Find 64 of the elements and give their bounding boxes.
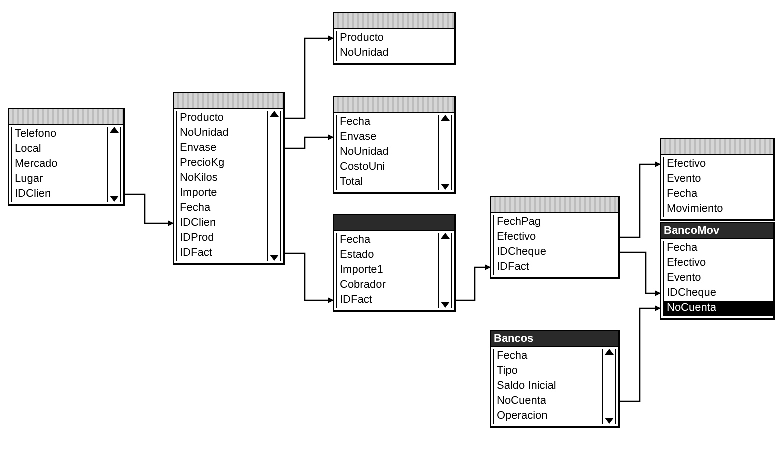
table-box	[333, 214, 456, 312]
field-name: Envase	[339, 130, 378, 145]
field-name: Local	[14, 142, 42, 157]
field-name: Total	[339, 175, 364, 190]
field-name: Producto	[179, 111, 226, 126]
field-name: Evento	[666, 172, 702, 187]
field-name: IDClien	[14, 187, 52, 202]
field-name: Efectivo	[496, 230, 538, 245]
table-box	[333, 96, 456, 194]
selected-field: NoCuenta	[664, 301, 773, 316]
field-name: Saldo Inicial	[496, 379, 558, 394]
field-name: Lugar	[14, 172, 44, 187]
table-box	[333, 12, 456, 65]
field-name: Fecha	[496, 349, 529, 364]
field-name: Tipo	[496, 364, 519, 379]
field-name: CostoUni	[339, 160, 386, 175]
field-name: Importe	[179, 186, 218, 201]
field-name: Fecha	[179, 201, 212, 216]
relationship-line	[620, 252, 661, 296]
field-name: Fecha	[339, 233, 372, 248]
field-name: IDProd	[179, 231, 216, 246]
relationship-line	[620, 162, 661, 238]
field-name: NoKilos	[179, 171, 219, 186]
table-box	[8, 108, 125, 206]
field-name: IDClien	[179, 216, 218, 231]
table-box	[490, 196, 620, 279]
relationship-line	[620, 306, 661, 402]
field-name: Operacion	[496, 409, 549, 424]
field-name: Fecha	[666, 187, 699, 202]
field-name: Fecha	[666, 241, 699, 256]
field-name: PrecioKg	[179, 156, 226, 171]
relationship-line	[285, 36, 334, 120]
field-name: NoUnidad	[179, 126, 230, 141]
field-name: IDCheque	[666, 286, 718, 301]
table-title: Bancos	[494, 332, 534, 344]
field-name: Importe1	[339, 263, 384, 278]
relationship-line	[285, 252, 334, 304]
field-name: IDFact	[496, 260, 530, 275]
field-name: NoUnidad	[339, 46, 390, 61]
field-name: NoUnidad	[339, 145, 390, 160]
relationship-line	[285, 134, 334, 150]
table-title: BancoMov	[664, 224, 720, 236]
field-name: Telefono	[14, 127, 58, 142]
field-name: Mercado	[14, 157, 59, 172]
table-box	[660, 138, 775, 221]
field-name: Envase	[179, 141, 218, 156]
field-name: IDCheque	[496, 245, 548, 260]
field-name: FechPag	[496, 215, 542, 230]
field-name: Producto	[339, 31, 386, 46]
relationship-line	[125, 194, 174, 226]
field-name: IDFact	[179, 246, 214, 261]
field-name: NoCuenta	[496, 394, 548, 409]
table-box	[660, 222, 775, 320]
field-name: Fecha	[339, 115, 372, 130]
field-name: Cobrador	[339, 278, 387, 293]
field-name: Efectivo	[666, 256, 708, 271]
table-box	[490, 330, 620, 428]
field-name: IDFact	[339, 293, 374, 308]
field-name: Movimiento	[666, 202, 724, 217]
field-name: Efectivo	[666, 157, 708, 172]
table-box	[173, 92, 285, 265]
field-name: Estado	[339, 248, 376, 263]
field-name: Evento	[666, 271, 702, 286]
relationship-line	[456, 264, 491, 302]
